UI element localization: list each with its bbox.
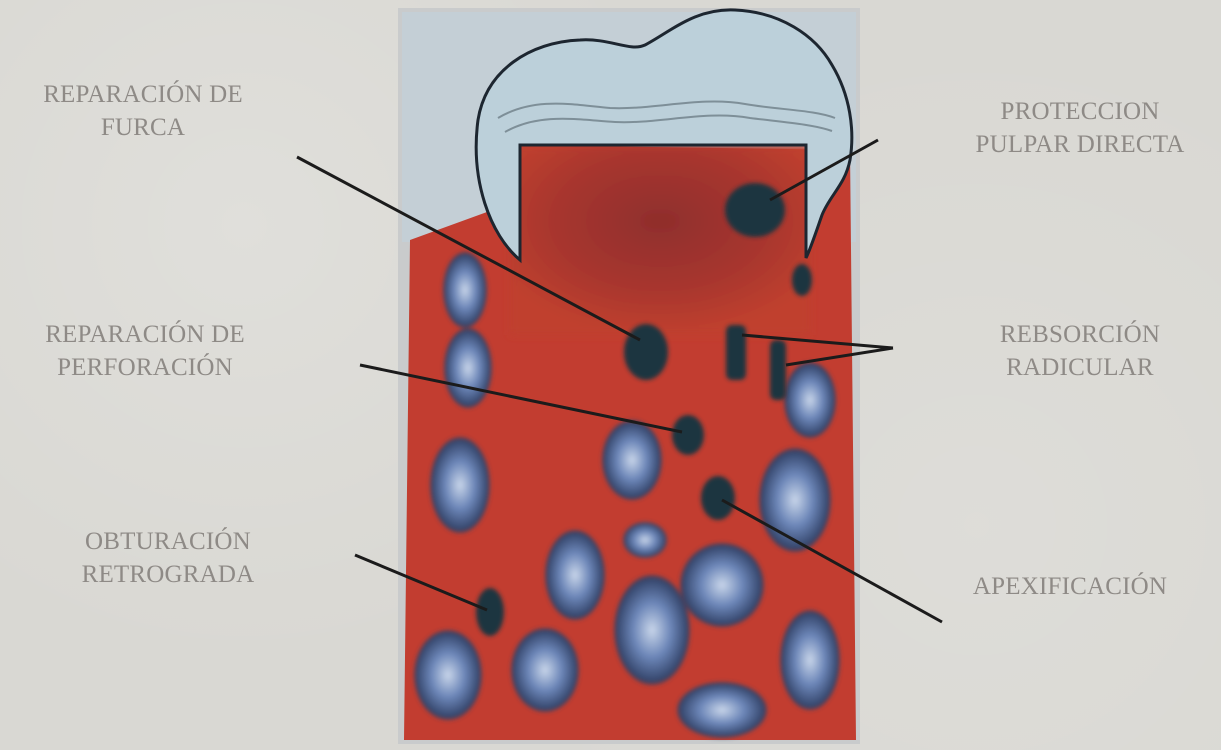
bone-spot: [545, 530, 605, 620]
lesion-furcation: [624, 324, 668, 380]
label-reparacion-furca: REPARACIÓN DE FURCA: [8, 78, 278, 144]
label-reparacion-perforacion: REPARACIÓN DE PERFORACIÓN: [10, 318, 280, 384]
lesion-resorption: [770, 340, 786, 400]
label-resorcion-radicular: REBSORCIÓN RADICULAR: [950, 318, 1210, 384]
label-line: PROTECCION: [945, 95, 1215, 128]
lesion-resorption: [726, 325, 746, 380]
bone-spot: [784, 362, 836, 438]
root-canal-area: [510, 145, 810, 335]
label-line: OBTURACIÓN: [38, 525, 298, 558]
bone-spot: [511, 628, 579, 712]
bone-spot: [759, 448, 831, 552]
label-proteccion-pulpar: PROTECCION PULPAR DIRECTA: [945, 95, 1215, 161]
bone-spot: [430, 437, 490, 533]
label-line: REPARACIÓN DE: [8, 78, 278, 111]
bone-spot: [602, 420, 662, 500]
bone-spot: [623, 522, 667, 558]
label-line: APEXIFICACIÓN: [935, 570, 1205, 603]
bone-spot: [614, 575, 690, 685]
label-line: RADICULAR: [950, 351, 1210, 384]
label-line: RETROGRADA: [38, 558, 298, 591]
bone-spot: [444, 328, 492, 408]
bone-spot: [414, 630, 482, 720]
label-line: PULPAR DIRECTA: [945, 128, 1215, 161]
lesion-apex: [701, 476, 735, 520]
label-line: REPARACIÓN DE: [10, 318, 280, 351]
bone-spot: [443, 252, 487, 328]
label-obturacion-retrograda: OBTURACIÓN RETROGRADA: [38, 525, 298, 591]
lesion: [792, 264, 812, 296]
label-line: FURCA: [8, 111, 278, 144]
lesion-perforation: [672, 415, 704, 455]
bone-spot: [780, 610, 840, 710]
label-apexificacion: APEXIFICACIÓN: [935, 570, 1205, 603]
lesion-pulp-exposure: [725, 183, 785, 237]
bone-spot: [677, 682, 767, 738]
lesion-retrograde: [476, 588, 504, 636]
label-line: REBSORCIÓN: [950, 318, 1210, 351]
label-line: PERFORACIÓN: [10, 351, 280, 384]
bone-spot: [680, 543, 764, 627]
